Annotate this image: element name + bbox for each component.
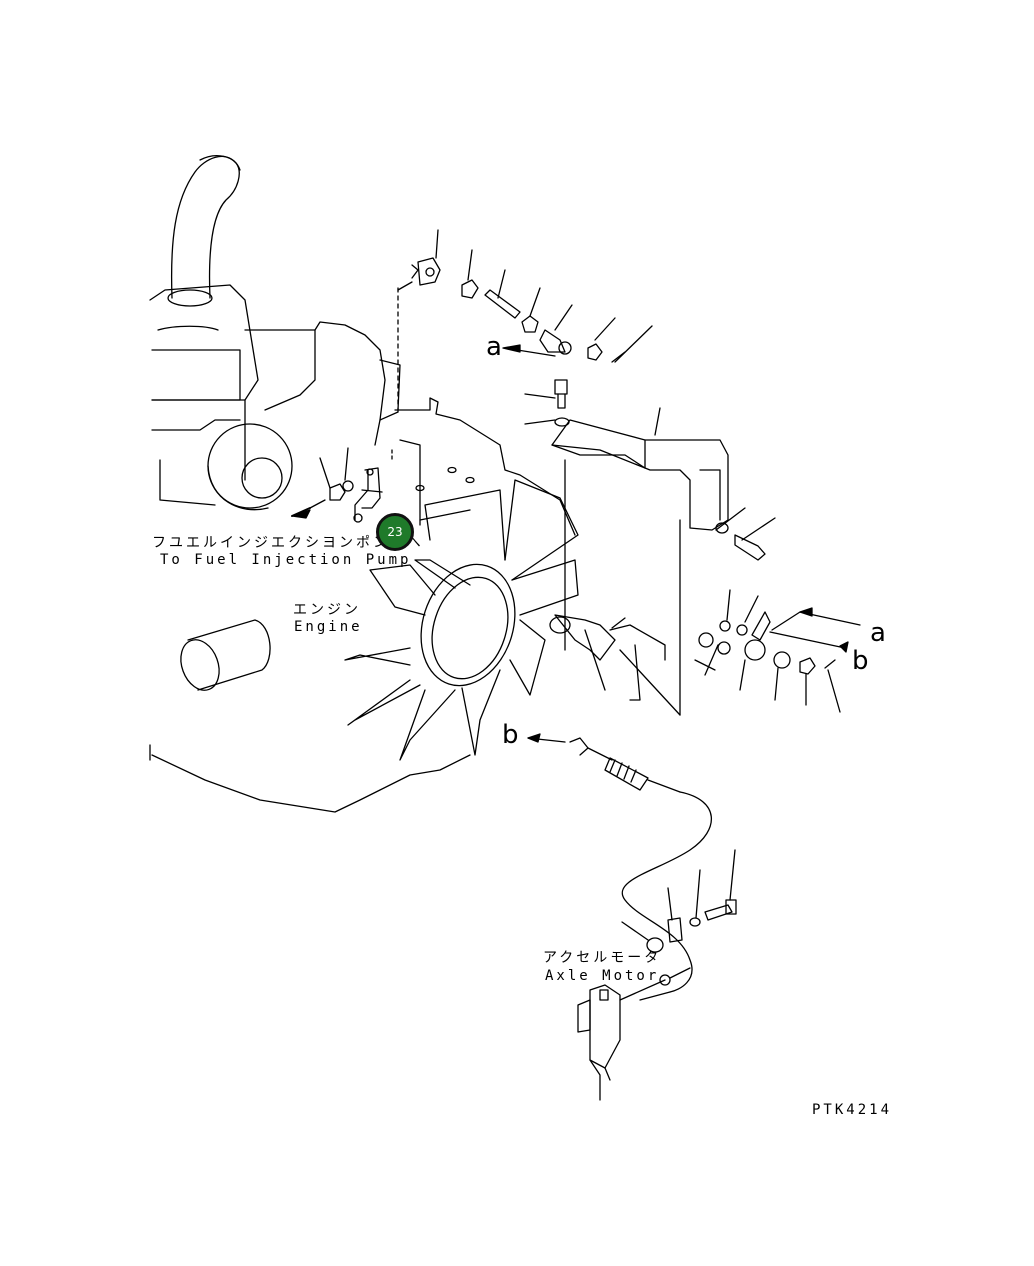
lower-lever-assembly <box>549 589 861 713</box>
ref-a-right: a <box>870 618 886 648</box>
axle-motor <box>577 967 691 1101</box>
arrow-to-fuel-pump <box>527 733 566 743</box>
pulley <box>207 423 293 511</box>
ref-b-right: b <box>852 646 869 676</box>
throttle-rod-link <box>379 281 413 463</box>
engine-label-en: Engine <box>294 619 363 635</box>
throttle-bracket <box>551 407 776 716</box>
drawing-code: PTK4214 <box>812 1102 893 1118</box>
fuel-pump-label-jp: フユエルインジエクシヨンポンプへ <box>152 535 424 551</box>
exhaust-pipe <box>149 155 259 401</box>
label-arrows <box>291 509 311 519</box>
fuel-pump-lever <box>353 467 383 523</box>
rod-end-parts <box>411 229 653 363</box>
throttle-cable <box>569 737 713 1001</box>
engine-label-jp: エンジン <box>293 602 361 618</box>
oil-filter <box>180 619 271 691</box>
fuel-pump-label-en: To Fuel Injection Pump <box>160 552 412 568</box>
ref-a-top: a <box>486 332 502 362</box>
axle-motor-label-jp: アクセルモータ <box>543 950 662 966</box>
bracket-bolt-top <box>524 379 570 427</box>
engine-block <box>149 321 576 813</box>
axle-motor-label-en: Axle Motor <box>545 968 660 984</box>
part-callout-23[interactable]: 23 <box>376 513 414 551</box>
cable-clamp <box>621 849 737 953</box>
cooling-fan <box>344 479 579 761</box>
ref-b-left: b <box>502 720 519 750</box>
nut-washer-left <box>291 447 354 517</box>
